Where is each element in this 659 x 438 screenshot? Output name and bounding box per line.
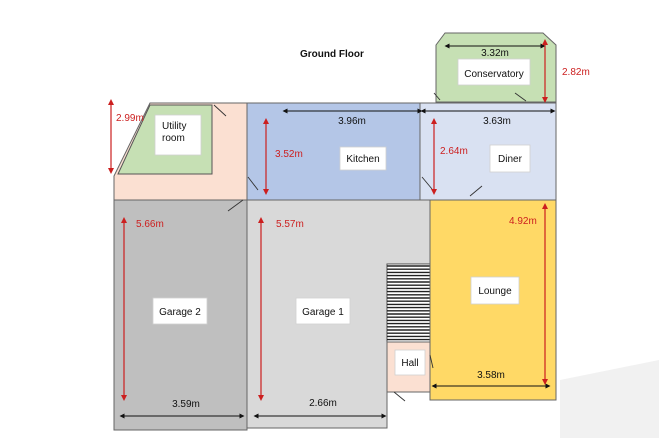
- garage1-label-box: [295, 297, 351, 325]
- door-marks: [213, 92, 527, 402]
- garage1-depth-text: 5.57m: [276, 219, 304, 230]
- conservatory-label-box: [457, 58, 531, 86]
- floor-title: Ground Floor: [300, 49, 364, 60]
- conservatory-width-text: 3.32m: [481, 48, 509, 59]
- utility-depth-text: 2.99m: [116, 113, 144, 124]
- diner-label-box: [489, 144, 531, 173]
- garage1-label: Garage 1: [302, 307, 344, 318]
- lounge-label: Lounge: [478, 286, 512, 297]
- conservatory-depth-text: 2.82m: [562, 67, 590, 78]
- kitchen-label: Kitchen: [346, 154, 379, 165]
- kitchen-room: [246, 102, 421, 201]
- diner-room: [419, 102, 557, 201]
- diner-width-text: 3.63m: [483, 116, 511, 127]
- conservatory-label: Conservatory: [464, 69, 523, 80]
- hall-label: Hall: [401, 358, 418, 369]
- hall-label-box: [394, 349, 426, 376]
- diner-label: Diner: [498, 154, 523, 165]
- kitchen-depth-text: 3.52m: [275, 149, 303, 160]
- lounge-depth-text: 4.92m: [509, 216, 537, 227]
- utility-label-line2: room: [162, 133, 185, 144]
- utility-label-line1: Utility: [162, 121, 186, 132]
- garage1-width-text: 2.66m: [309, 398, 337, 409]
- lounge-width-text: 3.58m: [477, 370, 505, 381]
- garage2-label-box: [152, 297, 208, 325]
- garage2-label: Garage 2: [159, 307, 201, 318]
- kitchen-label-box: [339, 146, 387, 171]
- garage2-depth-text: 5.66m: [136, 219, 164, 230]
- utility-label-box: [154, 114, 202, 156]
- garage2-width-text: 3.59m: [172, 399, 200, 410]
- lounge-label-box: [470, 276, 520, 305]
- kitchen-width-text: 3.96m: [338, 116, 366, 127]
- diner-depth-text: 2.64m: [440, 146, 468, 157]
- staircase: [386, 263, 431, 343]
- page-shadow: [560, 360, 659, 438]
